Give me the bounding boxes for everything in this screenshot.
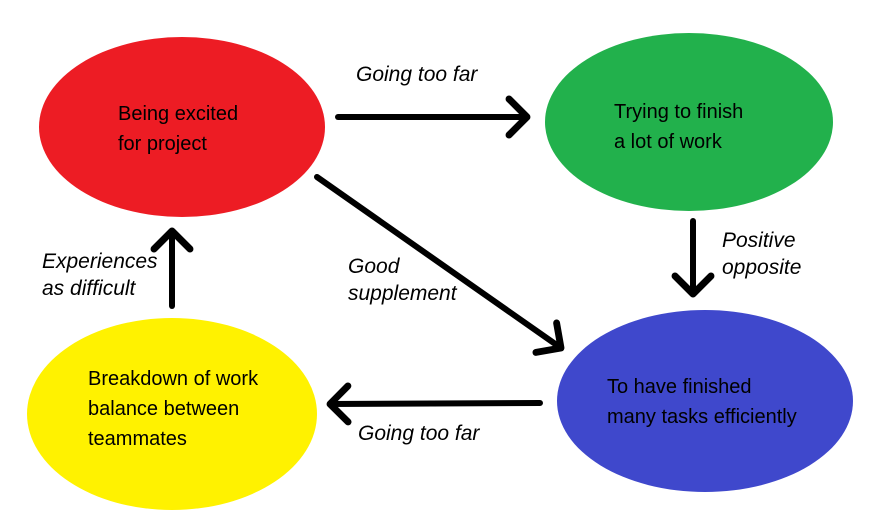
- node-label-trying-to-finish: Trying to finish a lot of work: [614, 101, 744, 153]
- edge-label-experiences-as-difficult: Experiences as difficult: [42, 250, 158, 300]
- node-label-being-excited: Being excited for project: [118, 103, 239, 155]
- node-breakdown: [27, 318, 317, 510]
- arrow-finished-to-breakdown: [326, 382, 543, 426]
- edge-label-going-too-far-bottom: Going too far: [358, 422, 480, 445]
- arrow-excited-to-finished: [314, 174, 565, 356]
- node-being-excited: [39, 37, 325, 217]
- node-label-breakdown: Breakdown of work balance between teamma…: [88, 368, 259, 450]
- node-finished-tasks: [557, 310, 853, 492]
- node-trying-to-finish: [545, 33, 833, 211]
- edge-label-positive-opposite: Positive opposite: [722, 229, 802, 279]
- edge-label-good-supplement: Good supplement: [348, 255, 457, 305]
- edge-label-going-too-far-top: Going too far: [356, 63, 478, 86]
- node-label-finished-tasks: To have finished many tasks efficiently: [607, 376, 797, 428]
